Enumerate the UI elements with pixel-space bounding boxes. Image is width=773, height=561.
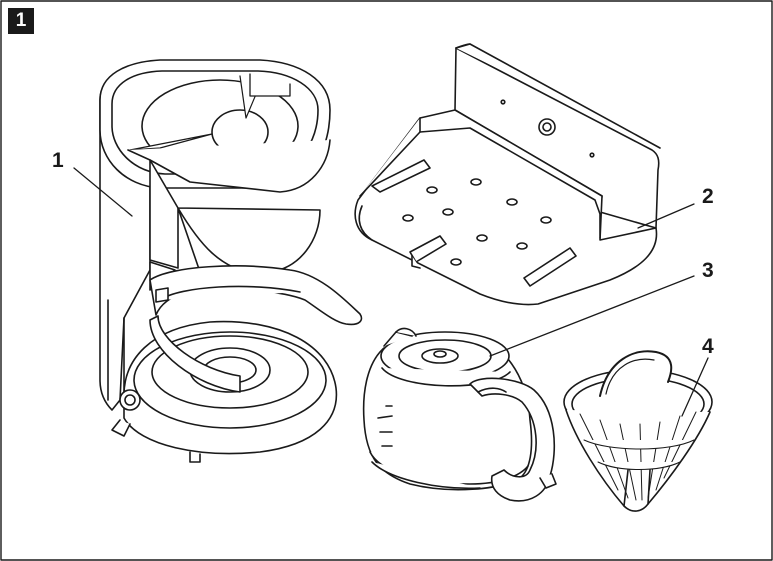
tray: [354, 109, 658, 306]
leader-lines: [73, 167, 709, 417]
callout-label-2: 2: [702, 185, 714, 208]
callout-label-4: 4: [702, 335, 714, 358]
callout-label-3: 3: [702, 259, 714, 282]
carafe-drawing: [362, 327, 557, 502]
leader-line-2: [637, 203, 695, 229]
coffee-maker-drawing: [99, 59, 363, 463]
carafe-handle: [469, 377, 556, 502]
figure-number-badge: 1: [8, 8, 34, 34]
filter-basket-drawing: [563, 350, 713, 512]
callout-label-1: 1: [52, 149, 64, 172]
leader-line-3: [489, 275, 695, 357]
leader-line-1: [73, 167, 133, 217]
wall-mount-drawing: [354, 43, 661, 306]
leader-line-4: [681, 357, 709, 417]
